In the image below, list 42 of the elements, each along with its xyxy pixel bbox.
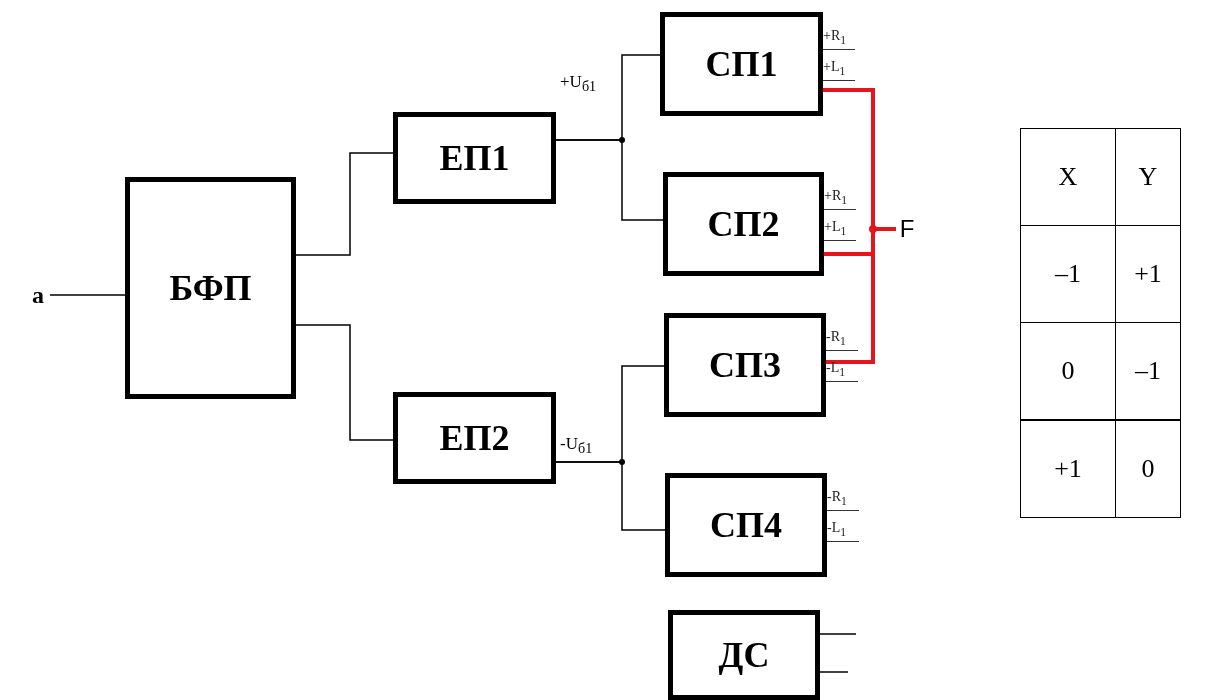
pin-label: +L$_{1}$ (823, 59, 855, 81)
connector-line (826, 227, 896, 364)
block-box (125, 177, 296, 399)
table-cell: Y (1115, 128, 1181, 226)
block-box (668, 610, 820, 700)
table-cell: 0 (1115, 420, 1181, 518)
pin-label: -L$_{1}$ (826, 360, 858, 382)
connector-line (295, 152, 394, 256)
block-box (393, 112, 556, 204)
signal-label: F (899, 215, 915, 243)
pin-label: +R$_{1}$ (823, 28, 855, 50)
block-label: ЕП1 (439, 137, 510, 179)
block-box (665, 473, 827, 577)
connector-line (555, 461, 666, 531)
pin-label: -R$_{1}$ (827, 489, 859, 511)
table-cell: +1 (1020, 420, 1116, 518)
pin-label: +L$_{1}$ (824, 219, 856, 241)
block-label: СП1 (705, 43, 778, 85)
block-box (663, 172, 824, 276)
block-box (393, 392, 556, 484)
pin-label: +R$_{1}$ (824, 188, 856, 210)
block-label: СП3 (709, 344, 781, 386)
connector-line (49, 294, 126, 296)
table-cell: –1 (1115, 322, 1181, 420)
block-label: БФП (169, 267, 252, 309)
connector-line (819, 633, 857, 635)
signal-label: -U$_{б1}$ (560, 434, 593, 458)
connector-line (555, 139, 664, 221)
block-box (664, 313, 826, 417)
block-label: СП2 (707, 203, 780, 245)
block-box (660, 12, 823, 116)
pin-label: -L$_{1}$ (827, 520, 859, 542)
signal-label: +U$_{б1}$ (560, 72, 597, 96)
connector-line (295, 324, 394, 441)
block-label: ЕП2 (439, 417, 510, 459)
connector-line (819, 671, 849, 673)
table-cell: X (1020, 128, 1116, 226)
signal-label: a (32, 281, 44, 309)
block-label: ДС (718, 634, 770, 676)
pin-label: -R$_{1}$ (826, 329, 858, 351)
block-label: СП4 (710, 504, 782, 546)
table-cell: 0 (1020, 322, 1116, 420)
